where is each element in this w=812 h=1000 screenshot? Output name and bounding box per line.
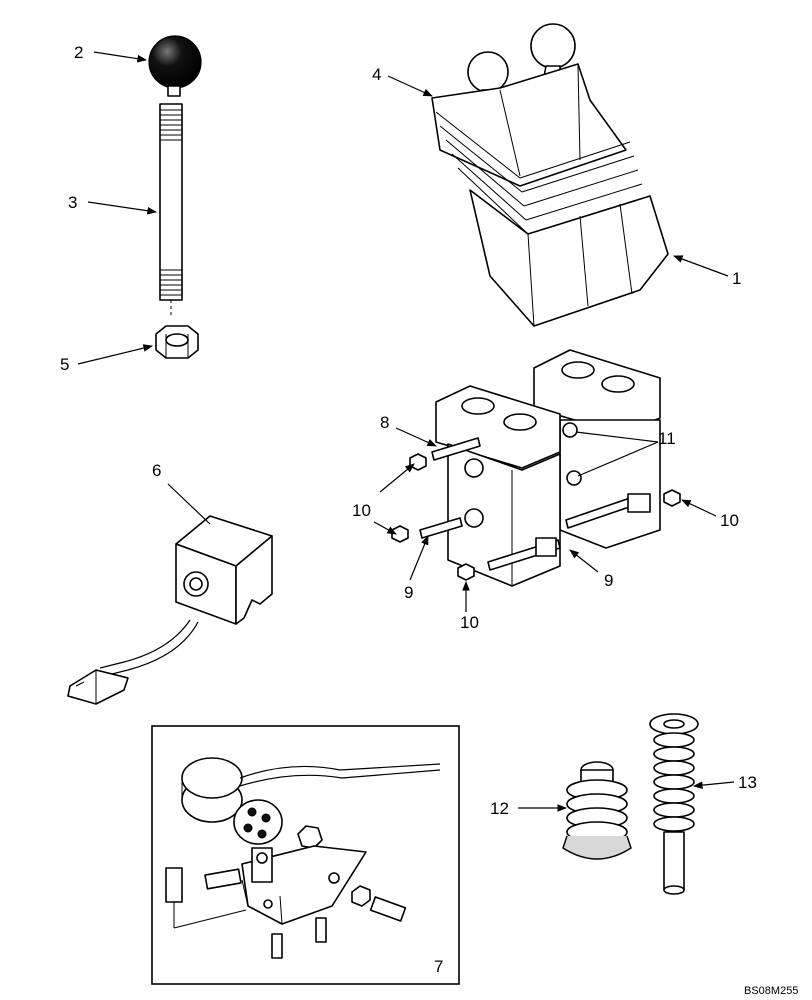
valve-block-assembly [391,349,681,587]
callout-5: 5 [60,355,69,374]
drawing-code: BS08M255 [744,985,798,997]
spring-assembly-part [562,761,632,860]
callout-2: 2 [74,43,83,62]
callout-7: 7 [434,957,443,976]
callout-4: 4 [372,65,381,84]
callout-8: 8 [380,413,389,432]
sensor-block-part [67,515,273,705]
threaded-rod-part [159,103,183,318]
callout-10a: 10 [352,501,371,520]
callout-9b: 9 [604,571,613,590]
callout-13: 13 [738,773,757,792]
ball-knob-part [148,35,202,97]
callout-11: 11 [658,429,676,448]
callout-6: 6 [152,461,161,480]
switch-kit-box [151,725,460,985]
callout-12: 12 [490,799,509,818]
leader-lines [77,51,735,812]
callout-labels: 1 2 3 4 5 6 7 8 9 9 10 10 10 11 12 13 BS… [60,43,798,997]
plunger-part [649,713,699,895]
callout-3: 3 [68,193,77,212]
callout-9a: 9 [404,583,413,602]
callout-10c: 10 [720,511,739,530]
callout-1: 1 [732,269,741,288]
callout-10b: 10 [460,613,479,632]
hex-nut-part [155,325,199,359]
joystick-housing-part [431,23,669,327]
